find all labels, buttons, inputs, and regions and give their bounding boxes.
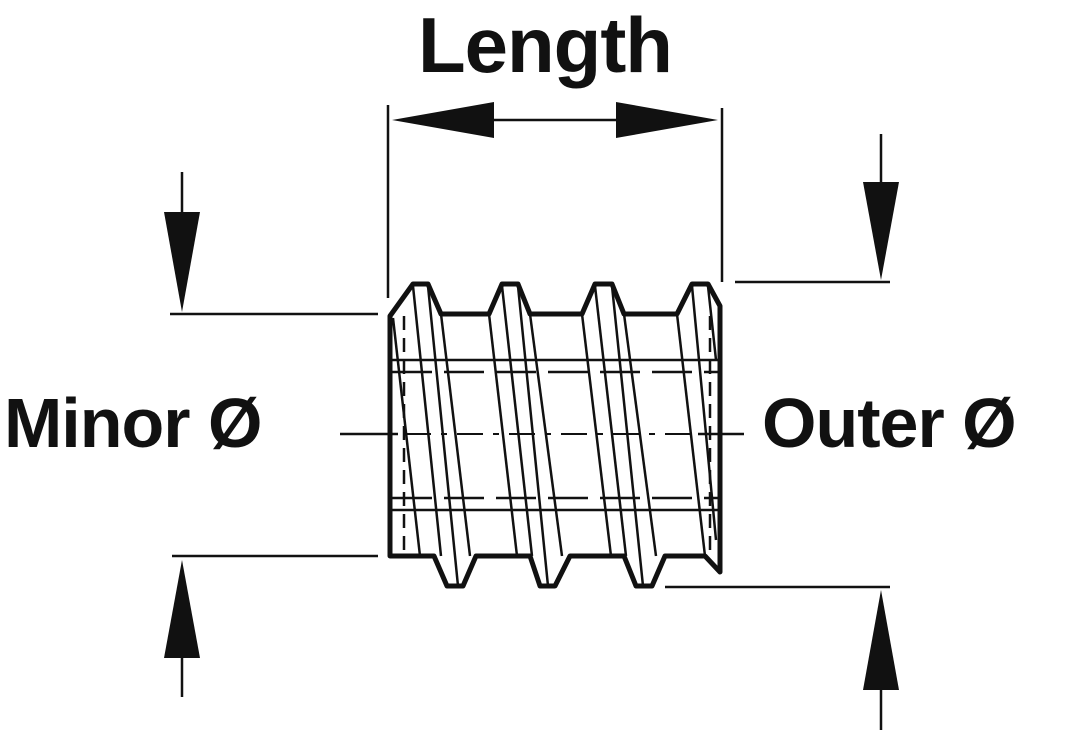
minor-arrow-up-icon (164, 560, 200, 658)
insert-outline (387, 281, 723, 589)
length-label: Length (418, 1, 673, 89)
outer-diameter-dimension (665, 134, 899, 730)
outer-arrow-down-icon (863, 182, 899, 280)
outer-diameter-label: Outer Ø (762, 384, 1017, 462)
outer-arrow-up-icon (863, 590, 899, 690)
minor-diameter-label: Minor Ø (4, 384, 262, 462)
length-dimension (386, 102, 724, 298)
threaded-insert (387, 281, 723, 589)
minor-arrow-down-icon (164, 212, 200, 312)
inner-bore-lines (392, 316, 718, 556)
thread-lines (391, 285, 718, 587)
length-arrow-left-icon (392, 102, 494, 138)
minor-diameter-dimension (164, 172, 378, 697)
length-arrow-right-icon (616, 102, 718, 138)
